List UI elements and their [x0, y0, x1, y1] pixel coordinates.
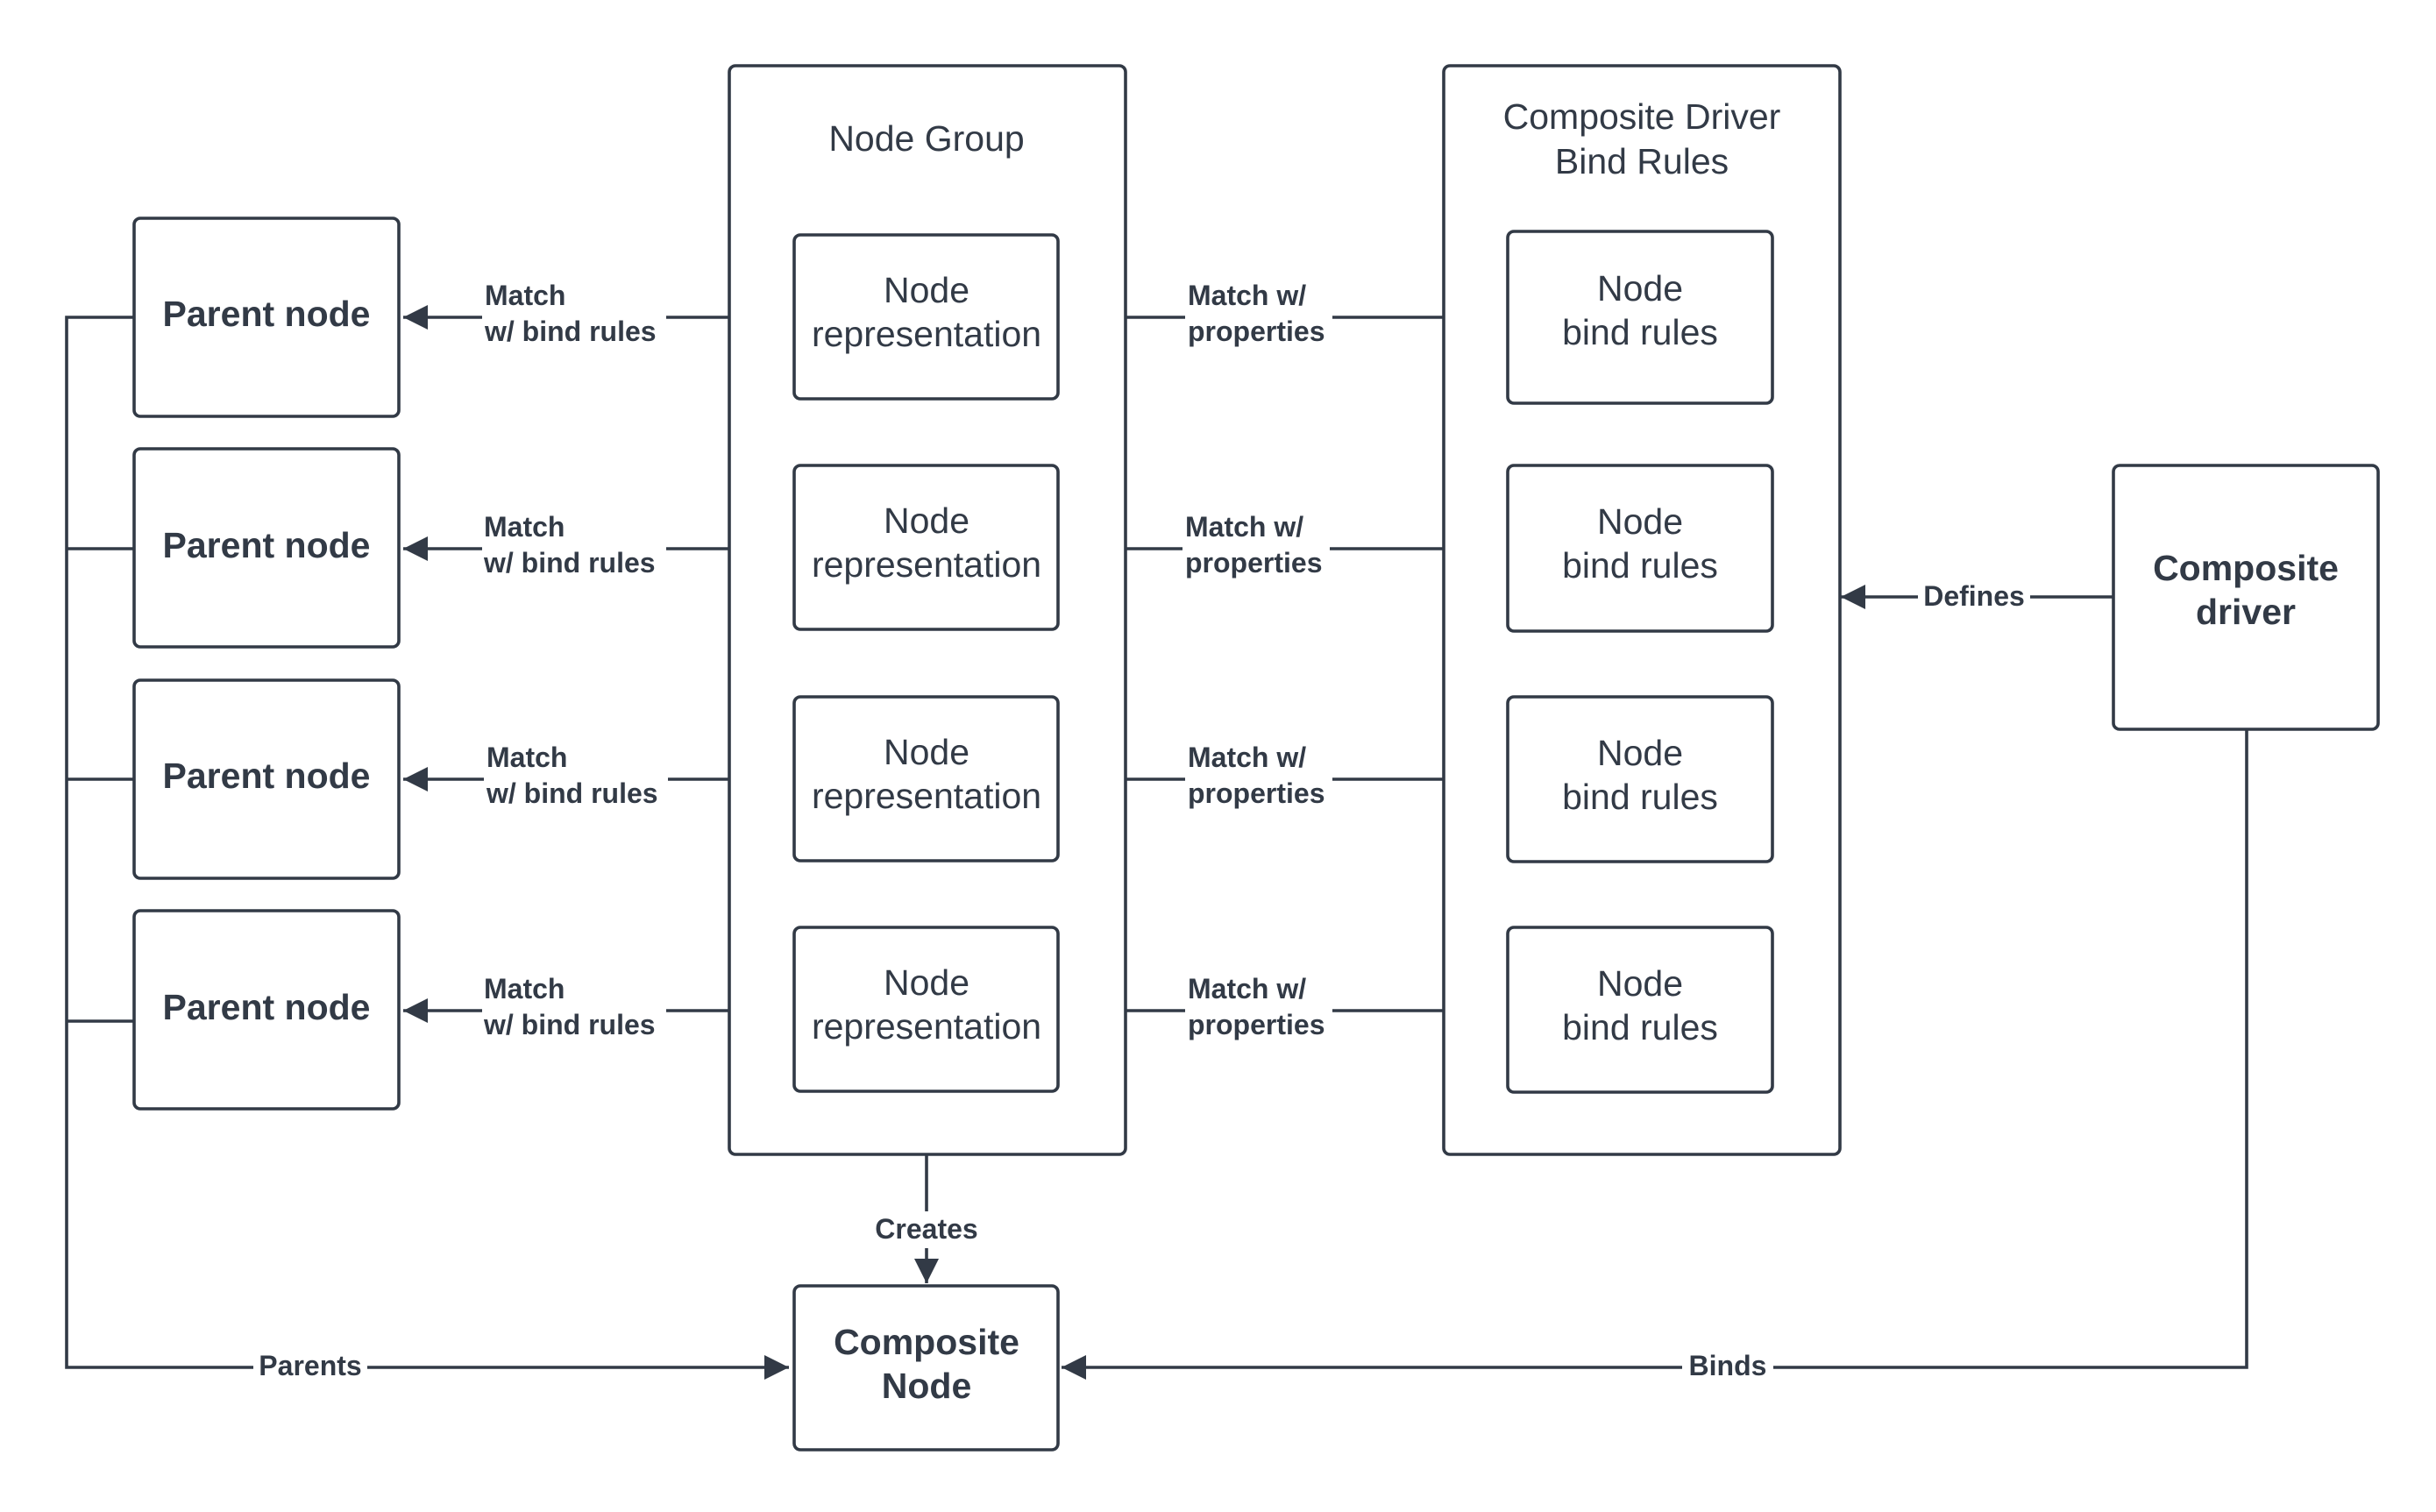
node-representation-line1: Node	[884, 732, 969, 772]
edge-label-line1: Match w/	[1185, 511, 1303, 543]
parent-node-1: Parent node	[132, 217, 401, 418]
node-bind-rules-4: Node bind rules	[1506, 926, 1774, 1094]
node-representation-line1: Node	[884, 500, 969, 541]
parent-node-2: Parent node	[132, 447, 401, 649]
node-representation-2: Node representation	[792, 464, 1060, 631]
node-representation-line2: representation	[812, 1006, 1041, 1047]
edge-label-binds: Binds	[1682, 1348, 1773, 1385]
node-bind-rules-1: Node bind rules	[1506, 230, 1774, 405]
composite-driver: Composite driver	[2112, 464, 2380, 731]
node-bind-rules-3: Node bind rules	[1506, 695, 1774, 863]
edge-label-line1: Match w/	[1188, 280, 1306, 311]
edge-label-line1: Match	[484, 973, 565, 1004]
parent-node-3: Parent node	[132, 678, 401, 880]
node-representation-line1: Node	[884, 962, 969, 1003]
node-group-title: Node Group	[828, 118, 1024, 159]
node-bind-rules-line1: Node	[1597, 733, 1683, 773]
edge-label-text: Parents	[259, 1350, 361, 1381]
edge-label-line2: w/ bind rules	[483, 1009, 656, 1040]
composite-bind-rules-title-line1: Composite Driver	[1503, 96, 1781, 137]
node-bind-rules-line2: bind rules	[1562, 777, 1718, 817]
edge-label-line2: properties	[1185, 547, 1322, 579]
edge-label-line1: Match w/	[1188, 973, 1306, 1004]
edge-label-line2: properties	[1188, 316, 1325, 347]
node-representation-4: Node representation	[792, 926, 1060, 1093]
edge-label-line2: w/ bind rules	[486, 777, 658, 809]
edge-label-match-props-4: Match w/ properties	[1185, 970, 1332, 1046]
node-representation-3: Node representation	[792, 695, 1060, 862]
edge-label-defines: Defines	[1918, 579, 2030, 615]
edge-label-match-props-3: Match w/ properties	[1185, 740, 1332, 815]
parent-node-label: Parent node	[163, 987, 371, 1027]
composite-node: Composite Node	[792, 1284, 1060, 1452]
edge-label-match-bind-3: Match w/ bind rules	[484, 740, 668, 815]
edge-label-line1: Match	[484, 511, 565, 543]
parent-node-label: Parent node	[163, 525, 371, 565]
edge-label-line2: w/ bind rules	[484, 316, 657, 347]
edge-label-match-props-2: Match w/ properties	[1182, 508, 1330, 584]
node-bind-rules-line2: bind rules	[1562, 545, 1718, 586]
edge-label-line1: Match	[485, 280, 565, 311]
edge-label-match-bind-2: Match w/ bind rules	[482, 508, 666, 584]
composite-node-line2: Node	[882, 1366, 972, 1406]
node-representation-line2: representation	[812, 544, 1041, 585]
node-representation-1: Node representation	[792, 233, 1060, 401]
edge-binds	[1062, 729, 2248, 1380]
edge-label-match-bind-4: Match w/ bind rules	[482, 970, 666, 1046]
node-bind-rules-line2: bind rules	[1562, 312, 1718, 352]
edge-label-text: Binds	[1689, 1350, 1767, 1381]
edge-label-text: Defines	[1923, 580, 2025, 612]
edge-label-text: Creates	[875, 1213, 977, 1245]
parent-node-4: Parent node	[132, 909, 401, 1111]
composite-bind-rules-title-line2: Bind Rules	[1555, 141, 1729, 181]
edge-label-line1: Match w/	[1188, 742, 1306, 773]
edge-label-line2: properties	[1188, 777, 1325, 809]
edge-label-line2: w/ bind rules	[483, 547, 656, 579]
edge-label-creates: Creates	[869, 1211, 984, 1248]
node-representation-line1: Node	[884, 270, 969, 310]
node-bind-rules-line1: Node	[1597, 501, 1683, 542]
edge-label-line1: Match	[486, 742, 567, 773]
edge-label-line2: properties	[1188, 1009, 1325, 1040]
node-bind-rules-line2: bind rules	[1562, 1007, 1718, 1047]
node-bind-rules-line1: Node	[1597, 268, 1683, 309]
edge-label-match-bind-1: Match w/ bind rules	[482, 277, 666, 352]
node-representation-line2: representation	[812, 314, 1041, 354]
composite-node-line1: Composite	[834, 1322, 1019, 1362]
parent-node-label: Parent node	[163, 756, 371, 796]
node-bind-rules-2: Node bind rules	[1506, 464, 1774, 633]
composite-driver-line2: driver	[2196, 592, 2296, 632]
edge-label-match-props-1: Match w/ properties	[1185, 277, 1332, 352]
composite-driver-line1: Composite	[2153, 548, 2339, 588]
edge-parents-bus	[65, 316, 789, 1380]
parent-node-label: Parent node	[163, 294, 371, 334]
node-representation-line2: representation	[812, 776, 1041, 816]
edge-label-parents: Parents	[253, 1348, 367, 1385]
node-bind-rules-line1: Node	[1597, 963, 1683, 1004]
